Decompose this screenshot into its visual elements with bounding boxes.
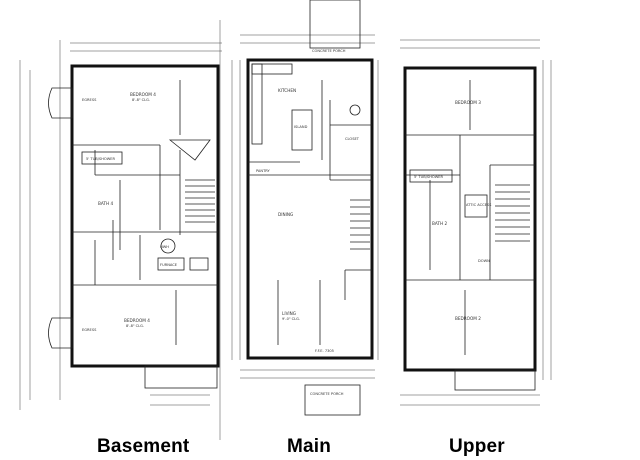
main-island-label: ISLAND: [294, 125, 308, 129]
basement-bath-label: BATH 4: [98, 201, 113, 206]
main-ffe-label: F.F.E. 7305: [315, 349, 334, 353]
basement-plan-title: Basement: [97, 436, 190, 457]
basement-hwh-label: HWH: [160, 245, 169, 249]
main-plan: KITCHEN ISLAND PANTRY CLOSET DINING LIVI…: [231, 0, 379, 416]
upper-down-label: DOWN: [478, 259, 490, 263]
main-kitchen-label: KITCHEN: [278, 88, 296, 93]
basement-bedroom-top-label: BEDROOM 4: [130, 92, 156, 97]
upper-bath-label: BATH 2: [432, 221, 447, 226]
upper-attic-label: ATTIC ACCESS: [466, 203, 492, 207]
main-island: [291, 109, 313, 151]
upper-stairs: [495, 184, 530, 242]
main-dining-label: DINING: [278, 212, 293, 217]
upper-bedroom-bottom-label: BEDROOM 2: [455, 316, 481, 321]
basement-egress-top-label: EGRESS: [82, 98, 97, 102]
basement-furnace-label: FURNACE: [160, 263, 178, 267]
upper-plan: BEDROOM 3 5' TUB/SHOWER BATH 2 ATTIC ACC…: [400, 39, 552, 406]
main-porch-top-label: CONCRETE PORCH: [312, 49, 346, 53]
basement-tub-label: 5' TUB/SHOWER: [86, 157, 116, 161]
main-stairs: [350, 199, 370, 250]
upper-bedroom-top-label: BEDROOM 3: [455, 100, 481, 105]
upper-plan-title: Upper: [449, 436, 505, 457]
main-living-label: LIVING: [282, 311, 296, 316]
basement-plan: BEDROOM 4 8'-8" CLG. 5' TUB/SHOWER BATH …: [19, 20, 222, 440]
basement-bedroom-bottom-ceiling: 8'-8" CLG.: [126, 324, 144, 328]
main-living-ceiling: 9'-0" CLG.: [282, 317, 300, 321]
basement-bedroom-top-ceiling: 8'-8" CLG.: [132, 98, 150, 102]
basement-bedroom-bottom-label: BEDROOM 4: [124, 318, 150, 323]
main-pantry-label: PANTRY: [256, 169, 271, 173]
main-porch-bottom-label: CONCRETE PORCH: [310, 392, 344, 396]
main-plan-title: Main: [287, 436, 332, 457]
main-closet-label: CLOSET: [345, 137, 360, 141]
basement-stairs: [168, 139, 215, 223]
basement-egress-bottom-label: EGRESS: [82, 328, 97, 332]
upper-tub-label: 5' TUB/SHOWER: [414, 175, 444, 179]
